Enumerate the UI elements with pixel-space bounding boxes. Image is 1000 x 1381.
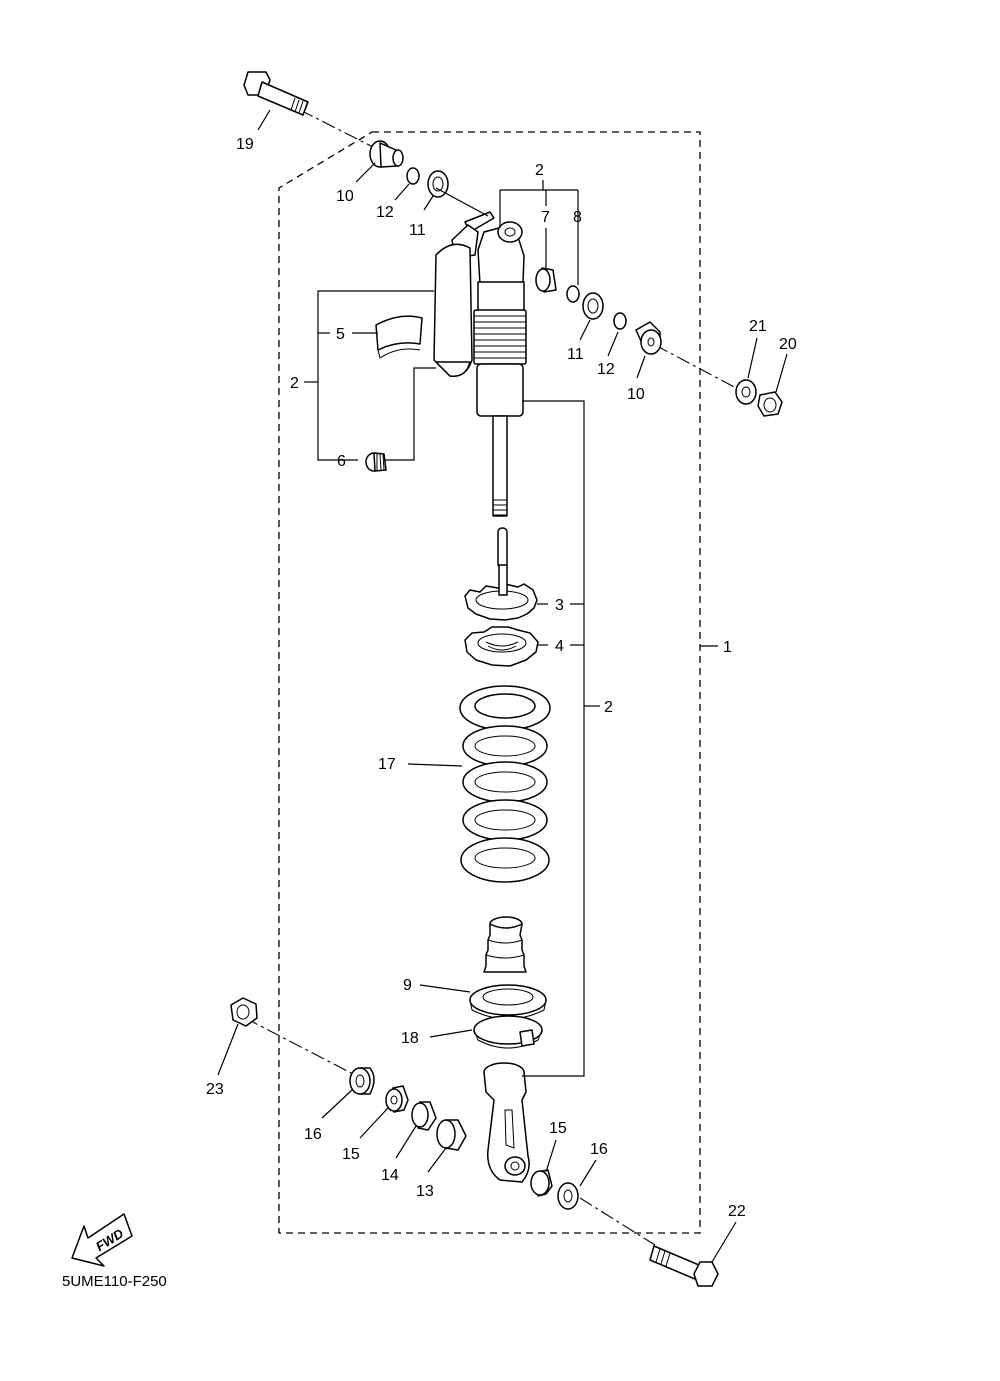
callout-4: 4 [555, 638, 564, 655]
callout-2-right: 2 [604, 699, 613, 716]
bearing-11-right [582, 292, 604, 320]
callout-16-right: 16 [590, 1141, 608, 1158]
callout-12-top: 12 [376, 204, 394, 221]
spring-17 [459, 685, 551, 883]
axis-line-top [299, 109, 376, 149]
o-ring-12-right [613, 312, 627, 330]
collar-15-left [385, 1085, 409, 1113]
nut-23 [230, 997, 258, 1027]
pin [497, 527, 508, 569]
callout-15-right: 15 [549, 1120, 567, 1137]
collar-10-right [635, 321, 662, 355]
callout-13: 13 [416, 1183, 434, 1200]
collar-7 [535, 267, 557, 293]
leader-lines [217, 109, 788, 1263]
bearing-13 [436, 1119, 467, 1151]
adjuster-6 [365, 452, 387, 472]
callout-23: 23 [206, 1081, 224, 1098]
collar-10-top [369, 140, 404, 168]
callout-9: 9 [403, 977, 412, 994]
nut-20 [757, 391, 783, 417]
spring-guide-9 [469, 984, 547, 1020]
stopper-18 [473, 1015, 543, 1049]
callout-21: 21 [749, 318, 767, 335]
callout-7: 7 [541, 209, 550, 226]
callouts: 19 10 12 11 2 7 8 5 2 6 11 12 10 21 20 3… [206, 136, 797, 1220]
callout-19: 19 [236, 136, 254, 153]
callout-11-top: 11 [409, 222, 426, 239]
callout-10-top: 10 [336, 188, 354, 205]
callout-3: 3 [555, 597, 564, 614]
callout-10-right: 10 [627, 386, 645, 403]
washer-21 [735, 379, 757, 405]
axis-line-bottom-left [244, 1017, 356, 1076]
o-ring-8 [566, 285, 580, 303]
bolt-19 [243, 71, 309, 116]
washer-16-right [557, 1182, 579, 1210]
lock-nut-4 [464, 626, 539, 667]
axis-line-bottom-right [579, 1197, 656, 1246]
bearing-11-top [427, 170, 449, 198]
bolt-22 [649, 1245, 719, 1287]
lower-clevis [483, 1062, 530, 1183]
callout-14: 14 [381, 1167, 399, 1184]
o-ring-12-top [406, 167, 420, 185]
callout-12-right: 12 [597, 361, 615, 378]
callout-16-left: 16 [304, 1126, 322, 1143]
bump-rubber [483, 916, 527, 973]
callout-8: 8 [573, 209, 582, 226]
callout-1: 1 [723, 639, 732, 656]
callout-5: 5 [336, 326, 345, 343]
collar-15-right [530, 1169, 553, 1197]
diagram-code: 5UME110-F250 [62, 1273, 167, 1290]
callout-15-left: 15 [342, 1146, 360, 1163]
callout-17: 17 [378, 756, 396, 773]
band-5 [375, 315, 423, 359]
ring-nut-3 [464, 564, 538, 621]
callout-18: 18 [401, 1030, 419, 1047]
callout-22: 22 [728, 1203, 746, 1220]
callout-2-top: 2 [535, 162, 544, 179]
axis-line-right [654, 344, 741, 391]
callout-20: 20 [779, 336, 797, 353]
collar-14 [411, 1101, 437, 1131]
washer-16-left [349, 1067, 375, 1095]
callout-2-left: 2 [290, 375, 299, 392]
fwd-arrow-icon: FWD [71, 1213, 133, 1267]
callout-6: 6 [337, 453, 346, 470]
reservoir [433, 211, 495, 377]
damper-body [473, 221, 527, 517]
callout-11-right: 11 [567, 346, 584, 363]
